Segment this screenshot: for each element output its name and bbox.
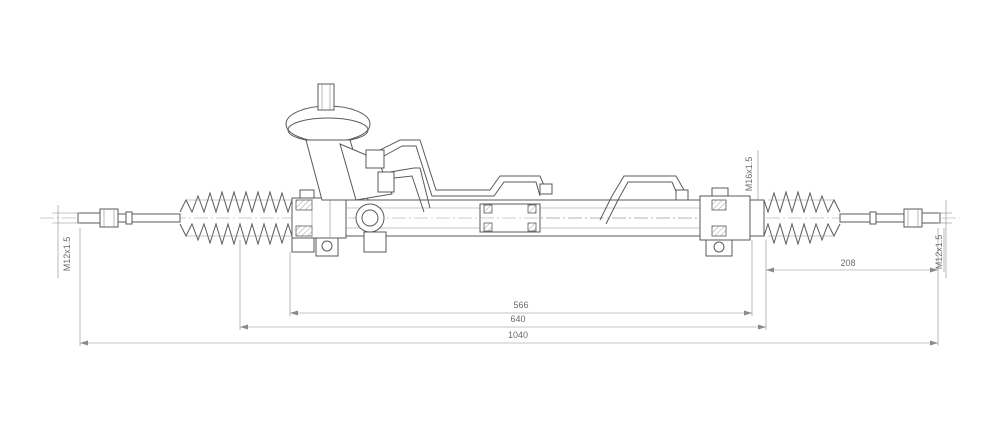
right-thread-end	[921, 212, 941, 224]
dimension-208: 208	[766, 258, 938, 273]
extension-lines	[79, 228, 945, 346]
left-thread-label: M12x1.5	[62, 237, 72, 272]
dimension-566: 566	[290, 300, 752, 316]
right-nut	[903, 208, 923, 228]
left-mount-foot	[291, 237, 315, 253]
left-nut	[99, 208, 119, 228]
left-thread-end	[77, 212, 101, 224]
dimension-1040: 1040	[80, 330, 938, 346]
input-shaft	[317, 83, 335, 111]
pinion-valve	[285, 83, 395, 253]
dim-1040-label: 1040	[508, 330, 528, 340]
port-thread-callout: M16x1.5	[744, 150, 759, 200]
left-bellows-boot	[179, 190, 293, 246]
dim-566-label: 566	[513, 300, 528, 310]
right-mount-bush	[705, 239, 733, 257]
dim-208-label: 208	[840, 258, 855, 268]
right-tie-rod	[839, 208, 941, 228]
right-bellows-boot	[763, 190, 841, 246]
left-tie-rod	[77, 208, 181, 228]
pinion-gear	[355, 203, 385, 233]
rack-housing-tube	[346, 199, 750, 237]
left-rod	[117, 213, 181, 223]
left-thread-callout: M12x1.5	[52, 205, 80, 278]
right-housing	[699, 187, 765, 257]
dim-640-label: 640	[510, 314, 525, 324]
right-thread-label: M12x1.5	[934, 235, 944, 270]
dimension-640: 640	[240, 314, 766, 330]
left-housing	[291, 189, 347, 257]
right-thread-callout: M12x1.5	[934, 200, 952, 278]
valve-cap	[285, 105, 371, 143]
left-mount-bush	[315, 237, 339, 257]
port-thread-label: M16x1.5	[744, 157, 754, 192]
hydraulic-lines	[379, 139, 689, 225]
